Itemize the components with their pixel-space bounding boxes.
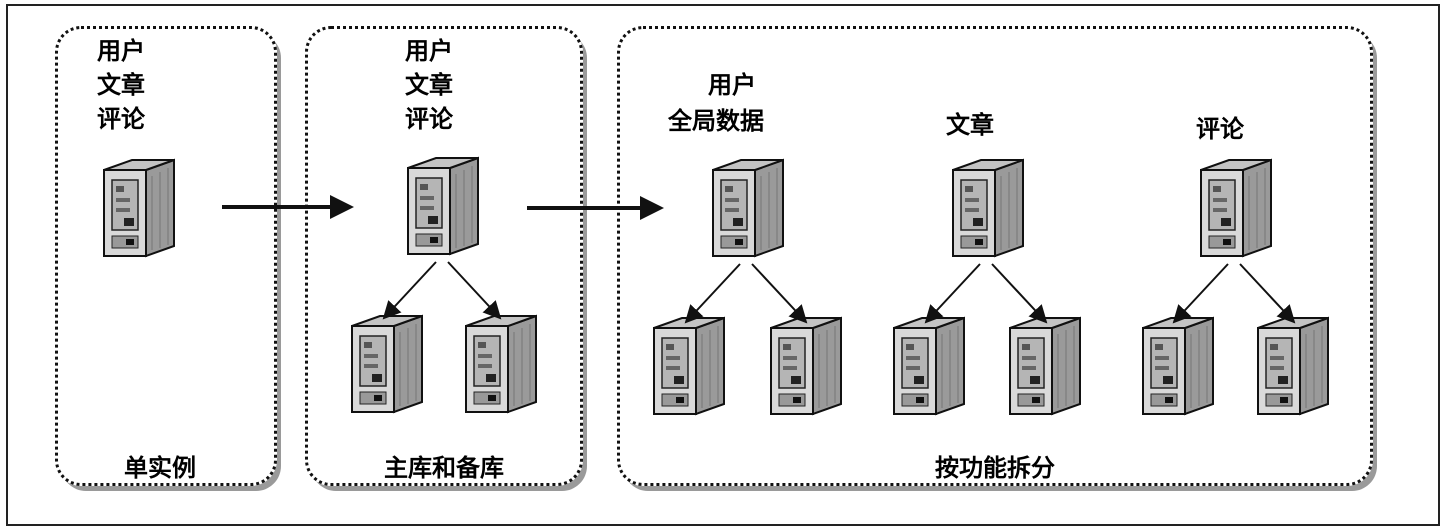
replication-arrow bbox=[382, 261, 437, 320]
figure-frame bbox=[6, 4, 1440, 526]
server-icon bbox=[1200, 158, 1272, 258]
server-icon bbox=[712, 158, 784, 258]
server-icon bbox=[407, 156, 479, 256]
master-label-comment: 评论 bbox=[405, 105, 453, 133]
server-icon bbox=[103, 158, 175, 258]
replication-arrow bbox=[751, 263, 808, 324]
master-label-article: 文章 bbox=[405, 71, 453, 99]
split-label-comment: 评论 bbox=[1196, 115, 1244, 143]
stage-single-panel bbox=[55, 26, 277, 486]
replication-arrow bbox=[684, 263, 741, 324]
server-icon bbox=[351, 314, 423, 414]
single-label-user: 用户 bbox=[97, 37, 145, 65]
server-icon bbox=[952, 158, 1024, 258]
split-label-global-data: 全局数据 bbox=[668, 107, 764, 135]
split-label-user: 用户 bbox=[708, 71, 756, 99]
stage-master-slave-panel bbox=[305, 26, 583, 486]
single-label-comment: 评论 bbox=[97, 105, 145, 133]
replication-arrow bbox=[1239, 263, 1296, 324]
server-icon bbox=[1009, 316, 1081, 416]
stage-master-slave-caption: 主库和备库 bbox=[384, 454, 504, 482]
master-label-user: 用户 bbox=[405, 37, 453, 65]
stage-functional-split-caption: 按功能拆分 bbox=[935, 454, 1055, 482]
server-icon bbox=[465, 314, 537, 414]
replication-arrow bbox=[991, 263, 1048, 324]
server-icon bbox=[1257, 316, 1329, 416]
single-label-article: 文章 bbox=[97, 71, 145, 99]
replication-arrow bbox=[447, 261, 502, 320]
stage-single-caption: 单实例 bbox=[124, 454, 196, 482]
server-icon bbox=[653, 316, 725, 416]
stage-functional-split-panel bbox=[617, 26, 1373, 486]
server-icon bbox=[770, 316, 842, 416]
split-label-article: 文章 bbox=[946, 111, 994, 139]
server-icon bbox=[1142, 316, 1214, 416]
replication-arrow bbox=[1172, 263, 1229, 324]
replication-arrow bbox=[924, 263, 981, 324]
